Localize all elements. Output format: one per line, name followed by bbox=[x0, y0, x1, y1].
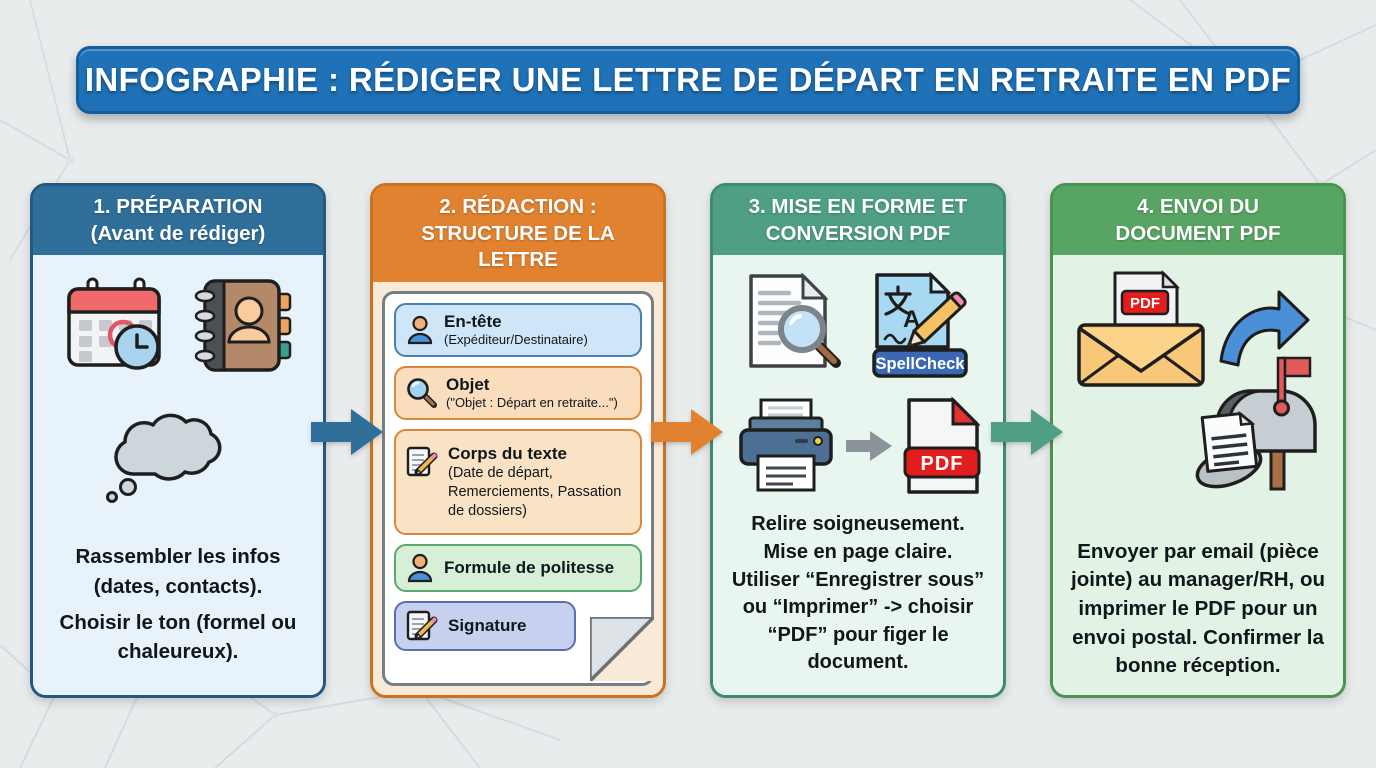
printer-icon bbox=[733, 396, 837, 501]
step-3-text: Relire soigneusement. Mise en page clair… bbox=[731, 513, 985, 674]
step-4-title-line1: 4. ENVOI DU bbox=[1137, 195, 1259, 218]
curved-arrow-icon bbox=[1215, 287, 1311, 378]
step-1-body: Rassembler les infos (dates, contacts). … bbox=[33, 255, 323, 695]
flow-arrow-1 bbox=[311, 183, 383, 698]
step-1-title-line1: 1. PRÉPARATION bbox=[93, 195, 263, 218]
box-title: Objet bbox=[446, 375, 490, 395]
box-title: Corps du texte bbox=[448, 444, 568, 464]
flow-arrow-3 bbox=[991, 183, 1063, 698]
step-3-body: A SpellCheck bbox=[713, 255, 1003, 695]
mailbox-icon bbox=[1179, 353, 1329, 496]
step-4-envoi-card: 4. ENVOI DU DOCUMENT PDF PDF bbox=[1050, 183, 1346, 698]
letter-structure-paper: En-tête (Expéditeur/Destinataire) bbox=[382, 290, 656, 686]
step-1-header: 1. PRÉPARATION (Avant de rédiger) bbox=[33, 186, 323, 256]
flow-arrow-2 bbox=[651, 183, 723, 698]
page-fold-icon bbox=[588, 615, 656, 686]
step-1-text: Rassembler les infos (dates, contacts). … bbox=[43, 542, 313, 667]
structure-box-objet: Objet ("Objet : Départ en retraite...") bbox=[394, 366, 642, 421]
spellcheck-icon: A SpellCheck bbox=[861, 271, 977, 386]
svg-text:A: A bbox=[903, 306, 920, 333]
box-title: Signature bbox=[448, 616, 527, 636]
structure-box-formule: Formule de politesse bbox=[394, 543, 642, 592]
address-book-icon bbox=[192, 277, 292, 378]
step-2-redaction-card: 2. RÉDACTION : STRUCTURE DE LA LETTRE En… bbox=[370, 183, 666, 698]
box-title: En-tête bbox=[444, 311, 502, 331]
step-1-preparation-card: 1. PRÉPARATION (Avant de rédiger) bbox=[30, 183, 326, 698]
step-3-title-line1: 3. MISE EN FORME ET bbox=[748, 195, 968, 218]
step-2-body: En-tête (Expéditeur/Destinataire) bbox=[373, 281, 663, 695]
arrow-right-icon bbox=[844, 428, 894, 469]
thought-cloud-icon bbox=[95, 413, 235, 508]
page-title: INFOGRAPHIE : RÉDIGER UNE LETTRE DE DÉPA… bbox=[84, 61, 1292, 98]
structure-box-en-tete: En-tête (Expéditeur/Destinataire) bbox=[394, 302, 642, 358]
calendar-clock-icon bbox=[64, 277, 170, 378]
structure-box-signature: Signature bbox=[394, 600, 576, 651]
step-3-mise-en-forme-card: 3. MISE EN FORME ET CONVERSION PDF bbox=[710, 183, 1006, 698]
step-4-body: PDF bbox=[1053, 255, 1343, 695]
step-4-text: Envoyer par email (pièce jointe) au mana… bbox=[1071, 539, 1325, 678]
step-2-title-line2: STRUCTURE DE LA LETTRE bbox=[421, 221, 615, 272]
arrow-right-icon bbox=[651, 409, 723, 455]
document-pencil-icon bbox=[405, 609, 439, 643]
step-4-header: 4. ENVOI DU DOCUMENT PDF bbox=[1053, 186, 1343, 256]
box-subtitle: (Date de départ, Remerciements, Passatio… bbox=[448, 465, 622, 520]
step-3-header: 3. MISE EN FORME ET CONVERSION PDF bbox=[713, 186, 1003, 256]
structure-box-corps: Corps du texte (Date de départ, Remercie… bbox=[394, 429, 642, 535]
pdf-label: PDF bbox=[1130, 295, 1160, 312]
person-icon bbox=[405, 314, 435, 346]
document-magnifier-icon bbox=[739, 271, 845, 378]
step-3-title-line2: CONVERSION PDF bbox=[765, 221, 951, 245]
step-1-text-line2: Choisir le ton (formel ou chaleureux). bbox=[59, 610, 297, 664]
arrow-right-icon bbox=[311, 409, 383, 455]
step-2-header: 2. RÉDACTION : STRUCTURE DE LA LETTRE bbox=[373, 186, 663, 282]
step-1-title-line2: (Avant de rédiger) bbox=[90, 221, 266, 245]
box-title: Formule de politesse bbox=[444, 558, 615, 578]
box-subtitle: ("Objet : Départ en retraite...") bbox=[446, 395, 618, 411]
spellcheck-label: SpellCheck bbox=[876, 355, 966, 373]
envelope-pdf-icon: PDF bbox=[1069, 267, 1215, 396]
step-1-text-line1: Rassembler les infos (dates, contacts). bbox=[75, 545, 281, 598]
pdf-label: PDF bbox=[921, 453, 964, 475]
magnifier-icon bbox=[405, 377, 437, 409]
person-icon bbox=[405, 552, 435, 584]
arrow-right-icon bbox=[991, 409, 1063, 455]
document-pencil-icon bbox=[405, 445, 439, 479]
infographic-flow: 1. PRÉPARATION (Avant de rédiger) bbox=[30, 183, 1346, 698]
box-subtitle: (Expéditeur/Destinataire) bbox=[444, 332, 588, 348]
step-2-title-line1: 2. RÉDACTION : bbox=[439, 195, 597, 218]
pdf-file-icon: PDF bbox=[901, 396, 983, 501]
title-banner: INFOGRAPHIE : RÉDIGER UNE LETTRE DE DÉPA… bbox=[76, 46, 1300, 114]
step-4-title-line2: DOCUMENT PDF bbox=[1115, 221, 1281, 245]
